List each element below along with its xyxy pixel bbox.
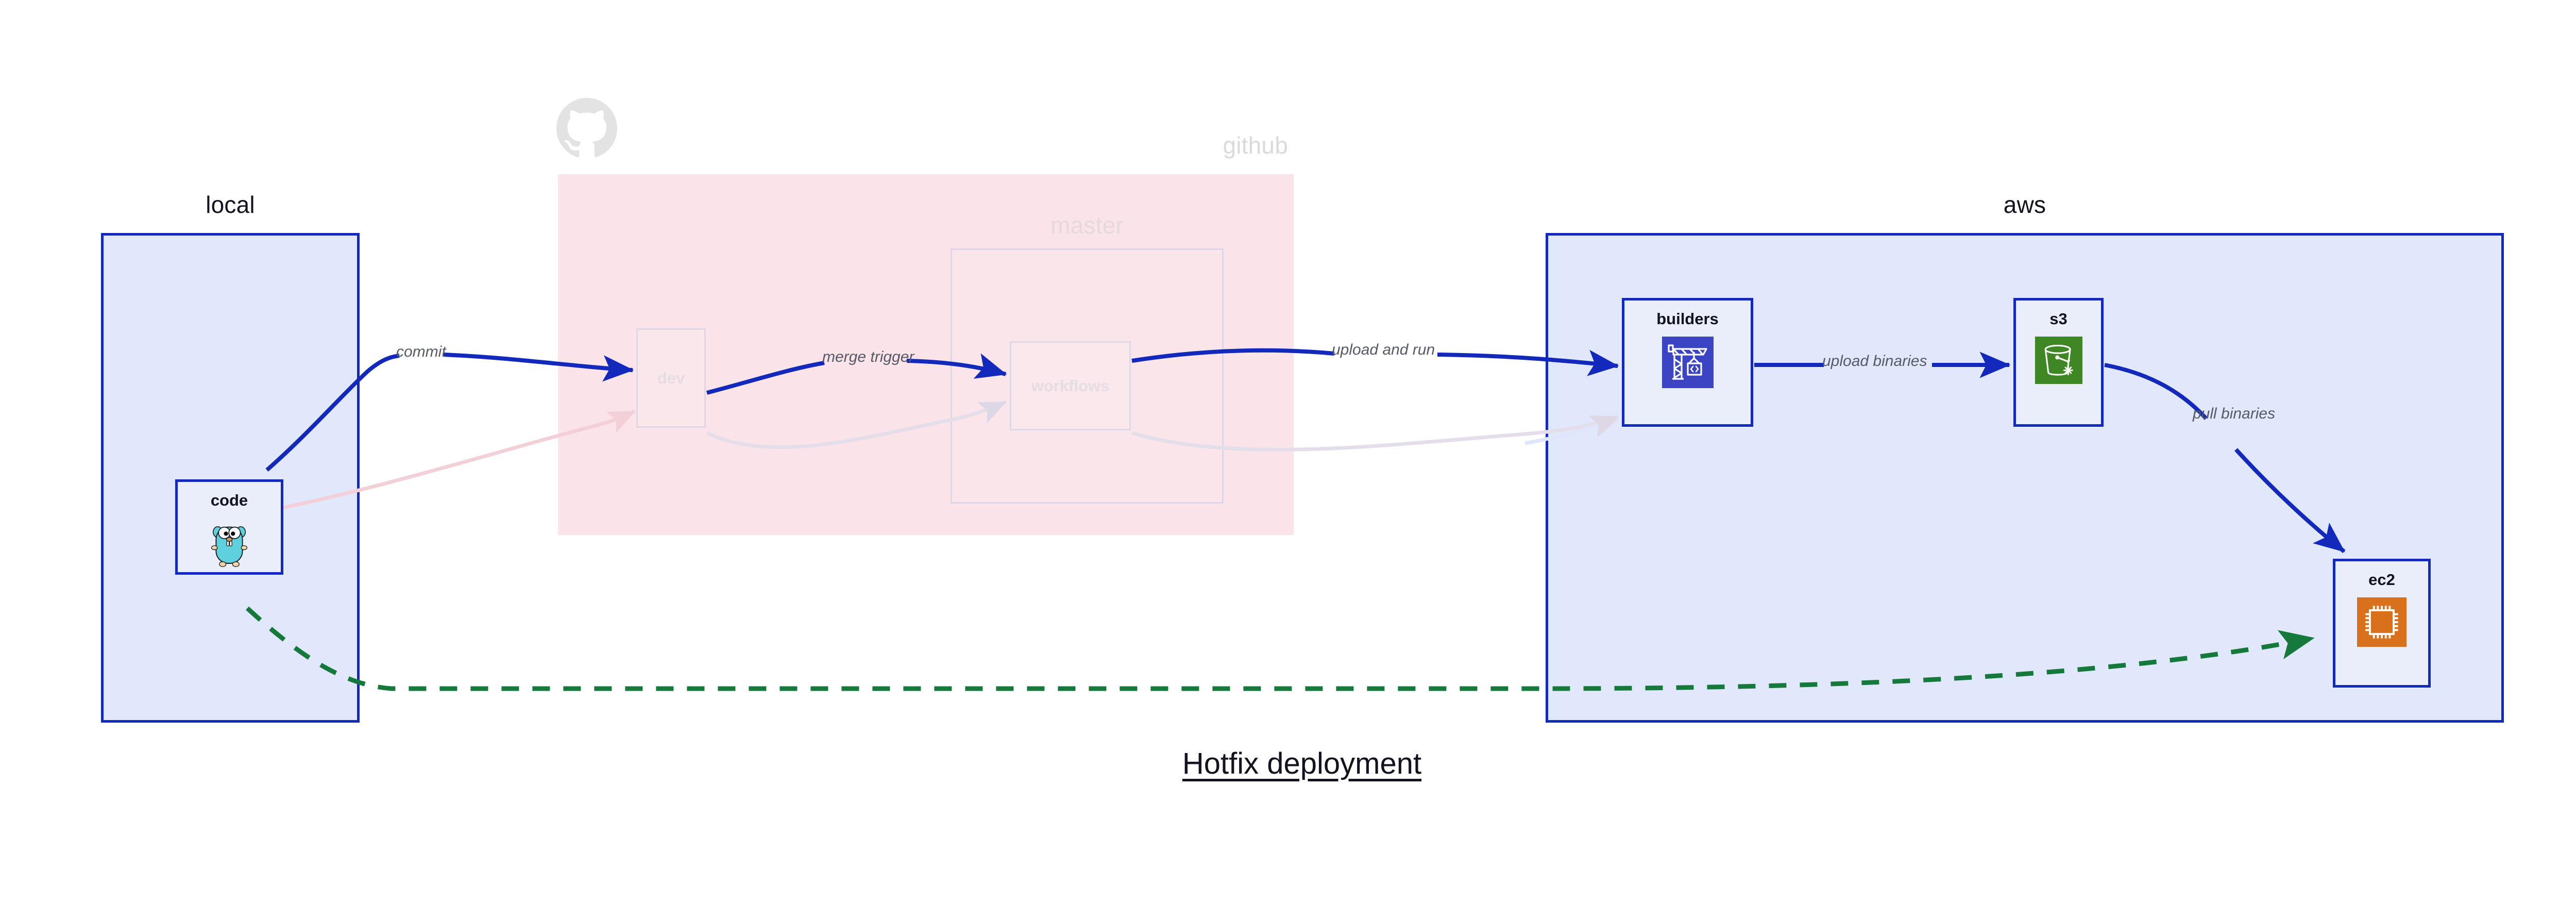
node-dev-label: dev [657, 369, 685, 387]
node-ec2-label: ec2 [2368, 571, 2395, 589]
node-code-label: code [210, 491, 248, 509]
github-logo-icon [556, 98, 617, 158]
aws-s3-bucket-icon [2035, 337, 2082, 384]
node-code[interactable]: code [175, 479, 283, 575]
diagram-caption: Hotfix deployment [1182, 747, 1422, 780]
edge-label-upload-and-run: upload and run [1332, 341, 1435, 358]
edge-label-commit: commit [396, 343, 446, 360]
node-s3[interactable]: s3 [2013, 298, 2104, 427]
aws-ec2-chip-icon [2357, 597, 2406, 647]
cluster-local-label: local [206, 191, 255, 218]
go-gopher-icon [211, 526, 248, 567]
edge-label-upload-binaries: upload binaries [1822, 353, 1927, 370]
cluster-local [101, 233, 360, 723]
node-s3-label: s3 [2049, 310, 2067, 328]
edge-label-merge-trigger: merge trigger [822, 348, 914, 365]
aws-codebuild-crane-icon [1662, 337, 1714, 388]
cluster-github-label: github [1223, 132, 1288, 159]
node-dev[interactable]: dev [636, 328, 706, 428]
cluster-master-label: master [1050, 212, 1124, 239]
edge-label-pull-binaries: pull binaries [2193, 405, 2276, 422]
cluster-aws-label: aws [2003, 191, 2046, 218]
node-workflows-label: workflows [1031, 376, 1110, 395]
node-ec2[interactable]: ec2 [2333, 559, 2431, 688]
node-builders-label: builders [1656, 310, 1719, 328]
node-workflows[interactable]: workflows [1010, 341, 1131, 430]
node-builders[interactable]: builders [1622, 298, 1753, 427]
